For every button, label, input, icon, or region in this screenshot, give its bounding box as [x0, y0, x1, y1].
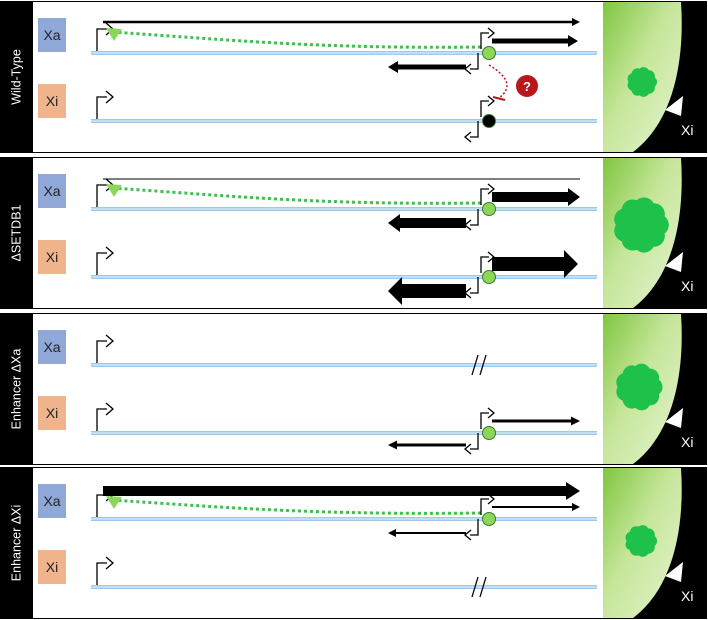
deletion-mark	[471, 354, 479, 376]
enhancer-dot	[482, 512, 496, 526]
panel-label: Enhancer ΔXa	[9, 349, 23, 430]
enhancer-dot	[482, 114, 496, 128]
xi-label: Xi	[46, 559, 58, 575]
xa-label: Xa	[43, 183, 60, 199]
transcript-arrow	[492, 35, 578, 47]
promoter-arrow	[480, 256, 489, 273]
repression-arc	[488, 64, 508, 99]
nucleus-xi-label: Xi	[681, 434, 693, 450]
transcript-arrow	[388, 529, 466, 537]
promoter-arrow	[480, 498, 489, 515]
xi-territory	[627, 67, 657, 97]
deletion-mark	[479, 354, 487, 376]
transcript-arrow	[492, 503, 580, 511]
gene-promoter-icon	[96, 252, 107, 275]
panel-frame	[0, 313, 707, 465]
xa-box	[38, 330, 66, 364]
promoter-arrow	[470, 433, 479, 450]
transcript-arrow	[103, 482, 580, 500]
xi-box	[38, 550, 66, 584]
xi-label: Xi	[46, 249, 58, 265]
xi-pointer-icon	[665, 562, 683, 582]
enhancer-loop	[111, 498, 482, 515]
transcript-arrow	[388, 214, 466, 232]
xi-territory	[616, 363, 663, 411]
loop-arrowhead	[106, 28, 122, 41]
enhancer-dot	[482, 202, 496, 216]
promoter-arrow	[480, 188, 489, 205]
deletion-mark	[479, 576, 487, 598]
panel-label: Wild-Type	[9, 49, 23, 105]
panel-label-strip	[1, 468, 33, 618]
repression-bar	[492, 96, 506, 101]
transcript-arrow	[492, 416, 580, 426]
xi-box	[38, 396, 66, 430]
xi-pointer-icon	[665, 252, 683, 272]
promoter-arrow	[470, 277, 479, 294]
enhancer-dot	[482, 426, 496, 440]
xi-label: Xi	[46, 93, 58, 109]
enhancer-dot	[482, 46, 496, 60]
panel-label-strip	[1, 2, 33, 152]
promoter-arrow	[480, 32, 489, 49]
xi-box	[38, 84, 66, 118]
enhancer-dot	[482, 270, 496, 284]
panel-label-strip	[1, 158, 33, 308]
xa-box	[38, 174, 66, 208]
transcript-arrow	[103, 18, 580, 26]
nucleus-xi-label: Xi	[681, 588, 693, 604]
xa-label: Xa	[43, 493, 60, 509]
transcript-arrow	[492, 188, 580, 206]
deletion-mark	[471, 576, 479, 598]
panel-frame	[0, 1, 707, 153]
panel-label-strip	[1, 314, 33, 464]
xi-pointer-icon	[665, 408, 683, 428]
gene-promoter-icon	[96, 408, 107, 431]
gene-promoter-icon	[96, 96, 107, 119]
transcript-arrow	[388, 277, 466, 305]
transcript-arrow	[388, 440, 466, 450]
panel-label: ΔSETDB1	[9, 204, 23, 261]
panel-frame	[0, 157, 707, 309]
nucleus-xi-label: Xi	[681, 278, 693, 294]
gene-promoter-icon	[96, 562, 107, 585]
question-badge	[516, 75, 538, 97]
promoter-arrow	[480, 412, 489, 429]
xi-box	[38, 240, 66, 274]
gene-promoter-icon	[96, 184, 107, 207]
xa-box	[38, 484, 66, 518]
xa-box	[38, 18, 66, 52]
promoter-arrow	[470, 209, 479, 226]
xi-territory	[614, 197, 669, 253]
transcript-arrow	[388, 61, 466, 73]
gene-promoter-icon	[96, 340, 107, 363]
loop-arrowhead	[106, 184, 122, 197]
xi-pointer-icon	[665, 96, 683, 116]
xi-territory	[625, 525, 658, 557]
enhancer-loop	[111, 30, 482, 49]
nucleus-xi-label: Xi	[681, 122, 693, 138]
xa-label: Xa	[43, 339, 60, 355]
gene-promoter-icon	[96, 28, 107, 51]
enhancer-loop	[111, 186, 482, 205]
promoter-arrow	[480, 100, 489, 117]
loop-arrowhead	[106, 496, 122, 509]
xi-label: Xi	[46, 405, 58, 421]
xa-label: Xa	[43, 27, 60, 43]
promoter-arrow	[470, 121, 479, 138]
question-mark: ?	[523, 79, 531, 94]
promoter-arrow	[470, 519, 479, 536]
panel-label: Enhancer ΔXi	[9, 505, 23, 581]
promoter-arrow	[470, 53, 479, 70]
transcript-arrow	[492, 250, 578, 278]
